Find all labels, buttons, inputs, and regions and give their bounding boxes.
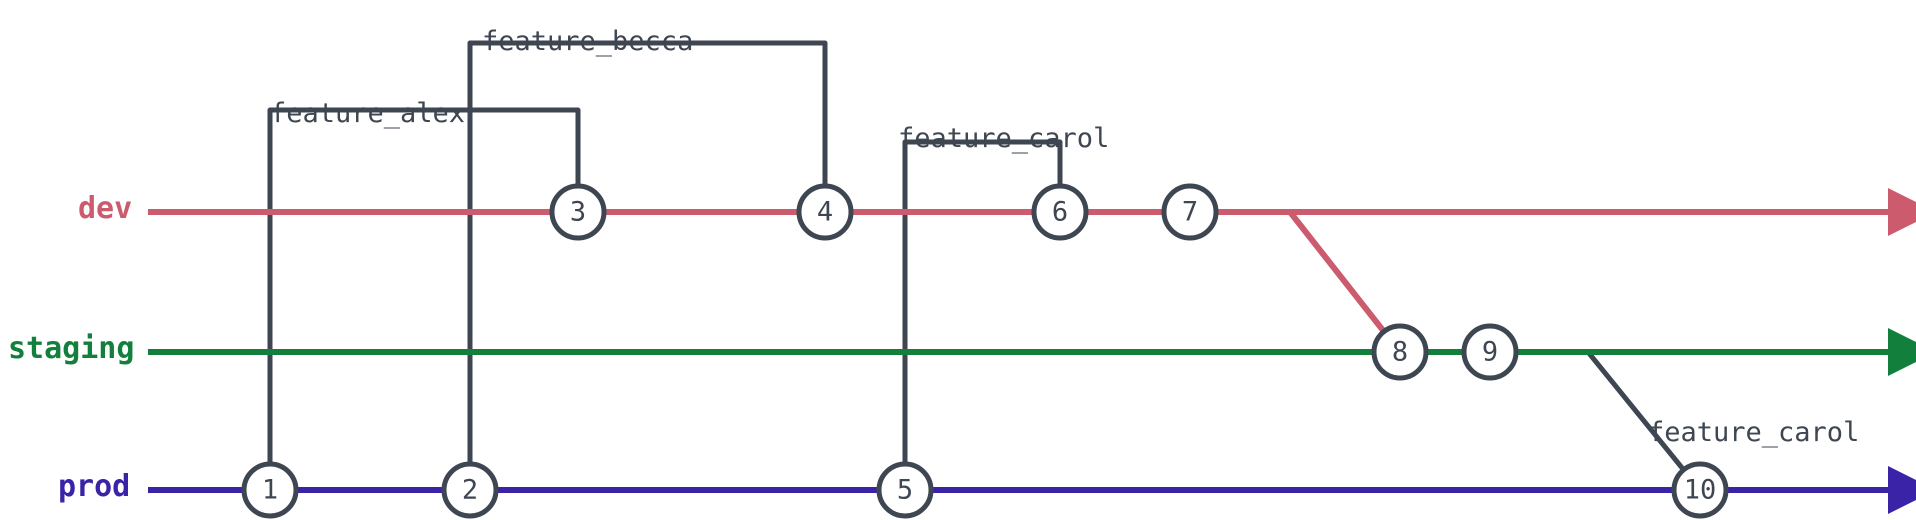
commit-node-10[interactable]: 10 bbox=[1671, 461, 1729, 519]
lane-label-staging[interactable]: staging bbox=[8, 331, 135, 366]
branch-label-feature_alex[interactable]: feature_alex bbox=[270, 98, 466, 129]
commit-label-5: 5 bbox=[897, 475, 913, 506]
commit-node-9[interactable]: 9 bbox=[1461, 323, 1519, 381]
commit-label-9: 9 bbox=[1482, 337, 1498, 368]
commit-label-7: 7 bbox=[1182, 197, 1198, 228]
branch-path-feature_carol_merge bbox=[1585, 349, 1703, 493]
commit-node-2[interactable]: 2 bbox=[441, 461, 499, 519]
commit-circle-10 bbox=[1671, 461, 1729, 519]
commit-label-4: 4 bbox=[817, 197, 833, 228]
commit-nodes-layer: 1 2 3 4 5 6 7 8 9 10 bbox=[241, 183, 1729, 519]
commit-node-1[interactable]: 1 bbox=[241, 461, 299, 519]
commit-node-4[interactable]: 4 bbox=[796, 183, 854, 241]
commit-label-1: 1 bbox=[262, 475, 278, 506]
commit-circle-9 bbox=[1461, 323, 1519, 381]
commit-node-6[interactable]: 6 bbox=[1031, 183, 1089, 241]
commit-circle-8 bbox=[1371, 323, 1429, 381]
commit-circle-2 bbox=[441, 461, 499, 519]
commit-label-3: 3 bbox=[570, 197, 586, 228]
merges-layer bbox=[1287, 209, 1403, 355]
commit-node-8[interactable]: 8 bbox=[1371, 323, 1429, 381]
commit-node-5[interactable]: 5 bbox=[876, 461, 934, 519]
branch-label-feature_carol_2[interactable]: feature_carol bbox=[1648, 417, 1860, 448]
commit-circle-4 bbox=[796, 183, 854, 241]
commit-label-2: 2 bbox=[462, 475, 478, 506]
commit-circle-7 bbox=[1161, 183, 1219, 241]
branch-label-feature_carol_1[interactable]: feature_carol bbox=[898, 123, 1110, 154]
branch-path-feature_becca bbox=[467, 40, 828, 493]
commit-label-10: 10 bbox=[1684, 475, 1717, 506]
branch-label-feature_becca[interactable]: feature_becca bbox=[482, 26, 694, 57]
lane-label-dev[interactable]: dev bbox=[78, 191, 133, 226]
commit-node-7[interactable]: 7 bbox=[1161, 183, 1219, 241]
commit-label-8: 8 bbox=[1392, 337, 1408, 368]
branch-path-feature_carol bbox=[902, 139, 1063, 493]
commit-circle-5 bbox=[876, 461, 934, 519]
merge-path-dev-merges-into-staging bbox=[1287, 209, 1403, 355]
commit-circle-1 bbox=[241, 461, 299, 519]
commit-node-3[interactable]: 3 bbox=[549, 183, 607, 241]
lane-label-prod[interactable]: prod bbox=[58, 469, 131, 504]
branch-path-feature_alex bbox=[267, 107, 581, 493]
branch-paths-layer bbox=[267, 40, 1703, 493]
commit-circle-3 bbox=[549, 183, 607, 241]
lane-lines-layer bbox=[148, 188, 1916, 514]
commit-label-6: 6 bbox=[1052, 197, 1068, 228]
commit-circle-6 bbox=[1031, 183, 1089, 241]
